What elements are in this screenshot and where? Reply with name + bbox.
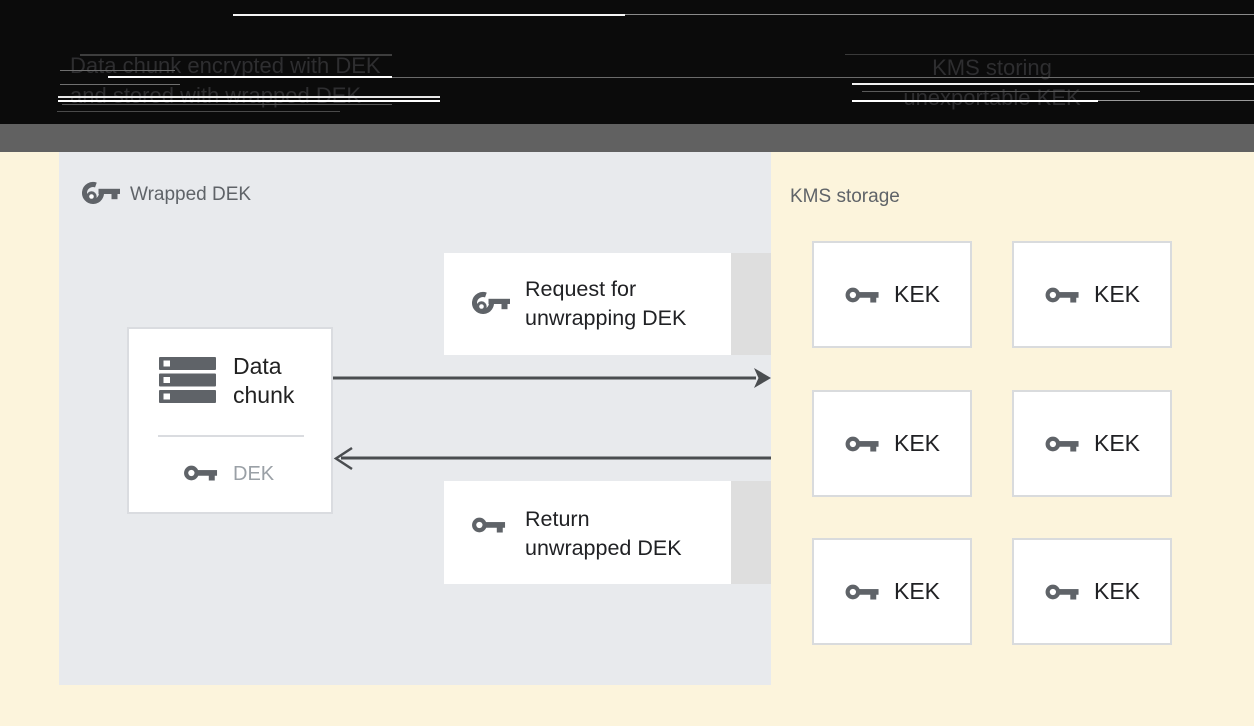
data-chunk-title-line1: Data <box>233 353 282 379</box>
wrapped-key-icon <box>82 177 122 209</box>
glitch-line <box>57 111 340 112</box>
dek-label: DEK <box>233 463 275 485</box>
kek-label: KEK <box>893 578 941 604</box>
return-box-text: Return unwrapped DEK <box>525 505 682 563</box>
wrapped-key-icon <box>472 287 512 319</box>
caption-right: KMS storing unexportable KEK <box>872 53 1112 113</box>
wrapped-dek-panel-label: Wrapped DEK <box>130 184 252 205</box>
data-chunk-divider <box>158 435 304 437</box>
return-box-line2: unwrapped DEK <box>525 536 682 560</box>
key-icon <box>844 581 881 603</box>
request-box-text: Request for unwrapping DEK <box>525 275 686 333</box>
caption-right-line1: KMS storing <box>932 55 1052 80</box>
return-box-shadow <box>731 481 771 584</box>
glitch-line <box>58 100 440 102</box>
caption-left-line1: Data chunk encrypted with DEK <box>70 53 381 78</box>
glitched-header-band: Data chunk encrypted with DEK and stored… <box>0 0 1254 124</box>
glitch-line <box>845 54 1254 55</box>
glitch-line <box>58 96 440 98</box>
request-box-shadow <box>731 253 771 355</box>
return-unwrapped-dek-box <box>444 481 731 584</box>
kek-box: KEK <box>1012 241 1172 348</box>
kek-label: KEK <box>1093 281 1141 307</box>
glitch-line <box>625 14 1254 15</box>
key-icon <box>470 514 508 536</box>
return-box-line1: Return <box>525 507 590 531</box>
glitch-line <box>108 76 392 78</box>
data-chunk-title-line2: chunk <box>233 382 295 408</box>
glitch-line <box>80 54 392 56</box>
caption-left-line2: and stored with wrapped DEK <box>70 83 362 108</box>
glitch-line <box>62 104 392 105</box>
kek-label: KEK <box>1093 578 1141 604</box>
key-icon <box>1044 284 1081 306</box>
kek-box: KEK <box>812 538 972 645</box>
caption-left: Data chunk encrypted with DEK and stored… <box>70 51 381 111</box>
glitch-line <box>60 84 180 85</box>
data-chunk-title: Data chunk <box>233 352 294 410</box>
kek-label: KEK <box>893 430 941 456</box>
kms-storage-label: KMS storage <box>790 186 900 207</box>
kek-box: KEK <box>1012 390 1172 497</box>
glitch-line <box>862 91 1140 92</box>
key-icon <box>1044 581 1081 603</box>
gray-separator-bar <box>0 124 1254 152</box>
data-chunk-box <box>127 327 333 514</box>
glitch-line <box>1098 100 1254 101</box>
request-box-line1: Request for <box>525 277 637 301</box>
key-icon <box>182 462 220 484</box>
kek-label: KEK <box>893 281 941 307</box>
key-icon <box>844 433 881 455</box>
data-stack-icon <box>159 357 216 403</box>
kek-box: KEK <box>1012 538 1172 645</box>
kek-box: KEK <box>812 241 972 348</box>
key-icon <box>1044 433 1081 455</box>
request-box-line2: unwrapping DEK <box>525 306 687 330</box>
kek-label: KEK <box>1093 430 1141 456</box>
key-icon <box>844 284 881 306</box>
glitch-line <box>852 83 1254 85</box>
glitch-line <box>233 14 625 16</box>
caption-right-line2: unexportable KEK <box>903 85 1081 110</box>
glitch-line <box>60 70 175 71</box>
glitch-line <box>392 77 1254 78</box>
kek-box: KEK <box>812 390 972 497</box>
glitch-line <box>852 100 1098 102</box>
